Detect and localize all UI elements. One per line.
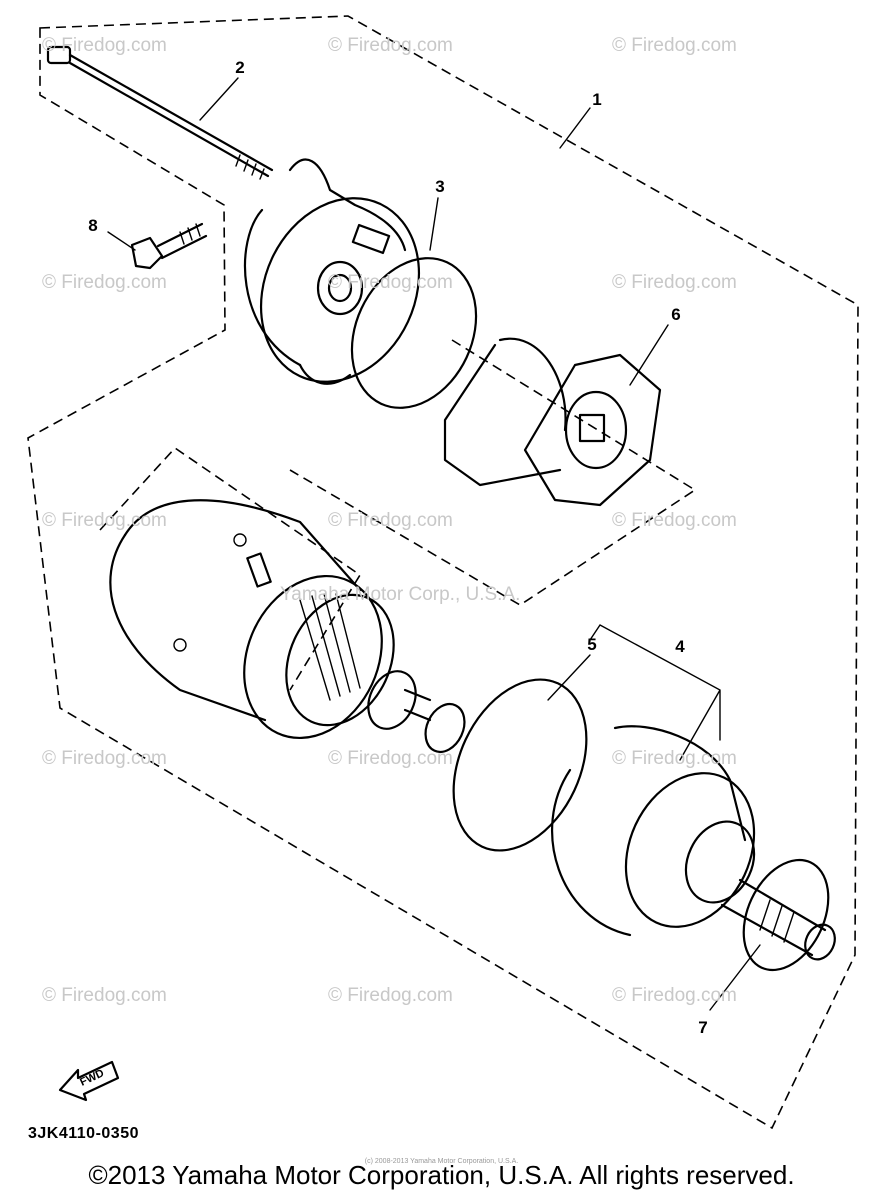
watermark: © Firedog.com: [328, 748, 453, 769]
watermark-yamaha: Yamaha Motor Corp., U.S.A.: [280, 584, 521, 605]
callout-4: 4: [675, 637, 685, 656]
callout-3: 3: [435, 177, 445, 196]
diagram-code: 3JK4110-0350: [28, 1125, 139, 1142]
copyright-notice: ©2013 Yamaha Motor Corporation, U.S.A. A…: [88, 1160, 795, 1190]
watermark: © Firedog.com: [42, 35, 167, 56]
tiny-copyright: (c) 2008-2013 Yamaha Motor Corporation, …: [364, 1158, 519, 1165]
front-cover: [550, 725, 836, 961]
callout-8: 8: [88, 216, 98, 235]
watermark: © Firedog.com: [328, 985, 453, 1006]
watermark: © Firedog.com: [328, 35, 453, 56]
o-ring-3: [350, 257, 478, 409]
fwd-arrow-icon: FWD: [58, 1060, 120, 1102]
assembly-outline: [27, 15, 859, 1130]
watermark: © Firedog.com: [42, 272, 167, 293]
o-ring-7: [742, 858, 830, 972]
o-ring-5: [452, 678, 588, 852]
watermark: © Firedog.com: [328, 272, 453, 293]
callout-1: 1: [592, 90, 602, 109]
callout-7: 7: [698, 1018, 708, 1037]
leader-lines: [107, 77, 761, 1011]
yoke-assembly: [99, 446, 432, 740]
short-bolt: [130, 222, 208, 270]
watermark: © Firedog.com: [612, 748, 737, 769]
brush-holder-set: [289, 337, 697, 606]
o-ring-small: [424, 702, 466, 754]
watermark: © Firedog.com: [612, 272, 737, 293]
callout-5: 5: [587, 635, 597, 654]
watermark: © Firedog.com: [612, 985, 737, 1006]
long-bolt: [46, 45, 274, 180]
watermark: © Firedog.com: [42, 748, 167, 769]
callout-2: 2: [235, 58, 245, 77]
watermark: © Firedog.com: [612, 510, 737, 531]
callout-6: 6: [671, 305, 681, 324]
watermark: © Firedog.com: [328, 510, 453, 531]
watermark: © Firedog.com: [42, 985, 167, 1006]
watermark: © Firedog.com: [42, 510, 167, 531]
watermark: © Firedog.com: [612, 35, 737, 56]
rear-cover: [243, 158, 421, 385]
